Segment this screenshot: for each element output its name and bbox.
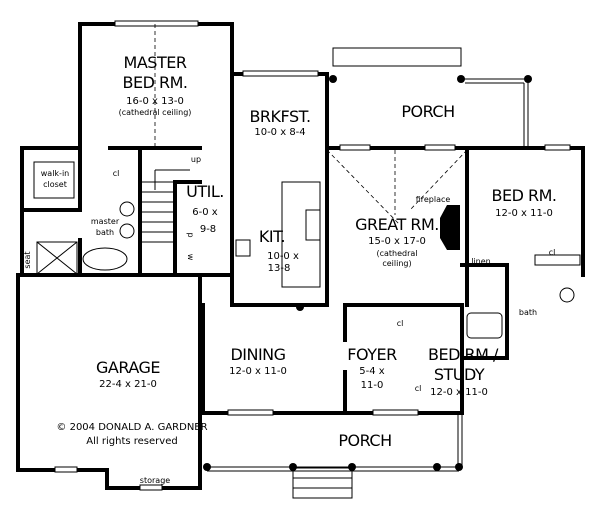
garage-label: GARAGE — [96, 358, 160, 377]
study-dims: 12-0 x 11-0 — [430, 387, 488, 398]
foyer-dims-2: 11-0 — [361, 380, 384, 391]
fireplace-label: fireplace — [416, 195, 451, 204]
porch-bottom-label: PORCH — [338, 431, 391, 450]
closet-label: cl — [113, 169, 120, 178]
great-room-note: (cathedral — [376, 249, 417, 258]
copyright-text: © 2004 DONALD A. GARDNER — [56, 422, 207, 433]
pantry-label: p — [186, 232, 195, 237]
garage-dims: 22-4 x 21-0 — [99, 379, 157, 390]
windows — [54, 20, 571, 491]
master-bedroom-dims: 16-0 x 13-0 — [126, 96, 184, 107]
dining-label: DINING — [230, 345, 285, 364]
fixtures — [33, 24, 581, 339]
rights-text: All rights reserved — [86, 436, 177, 447]
master-bedroom-label-2: BED RM. — [123, 73, 188, 92]
stairs-up-label: up — [191, 155, 201, 164]
kitchen-dims: 10-0 x — [267, 251, 299, 262]
walk-in-closet-label-2: closet — [43, 180, 67, 189]
porch-structure — [203, 47, 532, 499]
breakfast-label: BRKFST. — [249, 107, 310, 126]
study-label: BED RM./ — [428, 345, 499, 364]
utility-dims: 6-0 x — [192, 207, 218, 218]
great-room-note-2: ceiling) — [382, 259, 411, 268]
great-room-dims: 15-0 x 17-0 — [368, 236, 426, 247]
master-bath-label: master — [91, 217, 120, 226]
washer-label: w — [186, 254, 195, 261]
foyer-label: FOYER — [347, 345, 397, 364]
great-room-label: GREAT RM. — [355, 215, 439, 234]
breakfast-dims: 10-0 x 8-4 — [254, 127, 305, 138]
study-label-2: STUDY — [434, 365, 485, 384]
master-bedroom-note: (cathedral ceiling) — [119, 108, 192, 117]
seat-label: seat — [23, 251, 32, 268]
dining-dims: 12-0 x 11-0 — [229, 366, 287, 377]
bedroom-dims: 12-0 x 11-0 — [495, 208, 553, 219]
linen-label: linen — [471, 257, 491, 266]
utility-label: UTIL. — [186, 182, 224, 201]
kitchen-label: KIT. — [259, 227, 285, 246]
master-bath-label-2: bath — [96, 228, 114, 237]
closet-label: cl — [549, 248, 556, 257]
foyer-dims: 5-4 x — [359, 366, 385, 377]
walk-in-closet-label: walk-in — [41, 169, 69, 178]
bedroom-label: BED RM. — [492, 186, 557, 205]
walls — [16, 22, 585, 490]
closet-label: cl — [397, 319, 404, 328]
utility-dims-2: 9-8 — [200, 224, 216, 235]
closet-label: cl — [415, 384, 422, 393]
master-bedroom-label: MASTER — [124, 53, 187, 72]
bath-label: bath — [519, 308, 537, 317]
porch-top-label: PORCH — [401, 102, 454, 121]
storage-label: storage — [140, 476, 170, 485]
kitchen-dims-2: 13-8 — [268, 263, 291, 274]
